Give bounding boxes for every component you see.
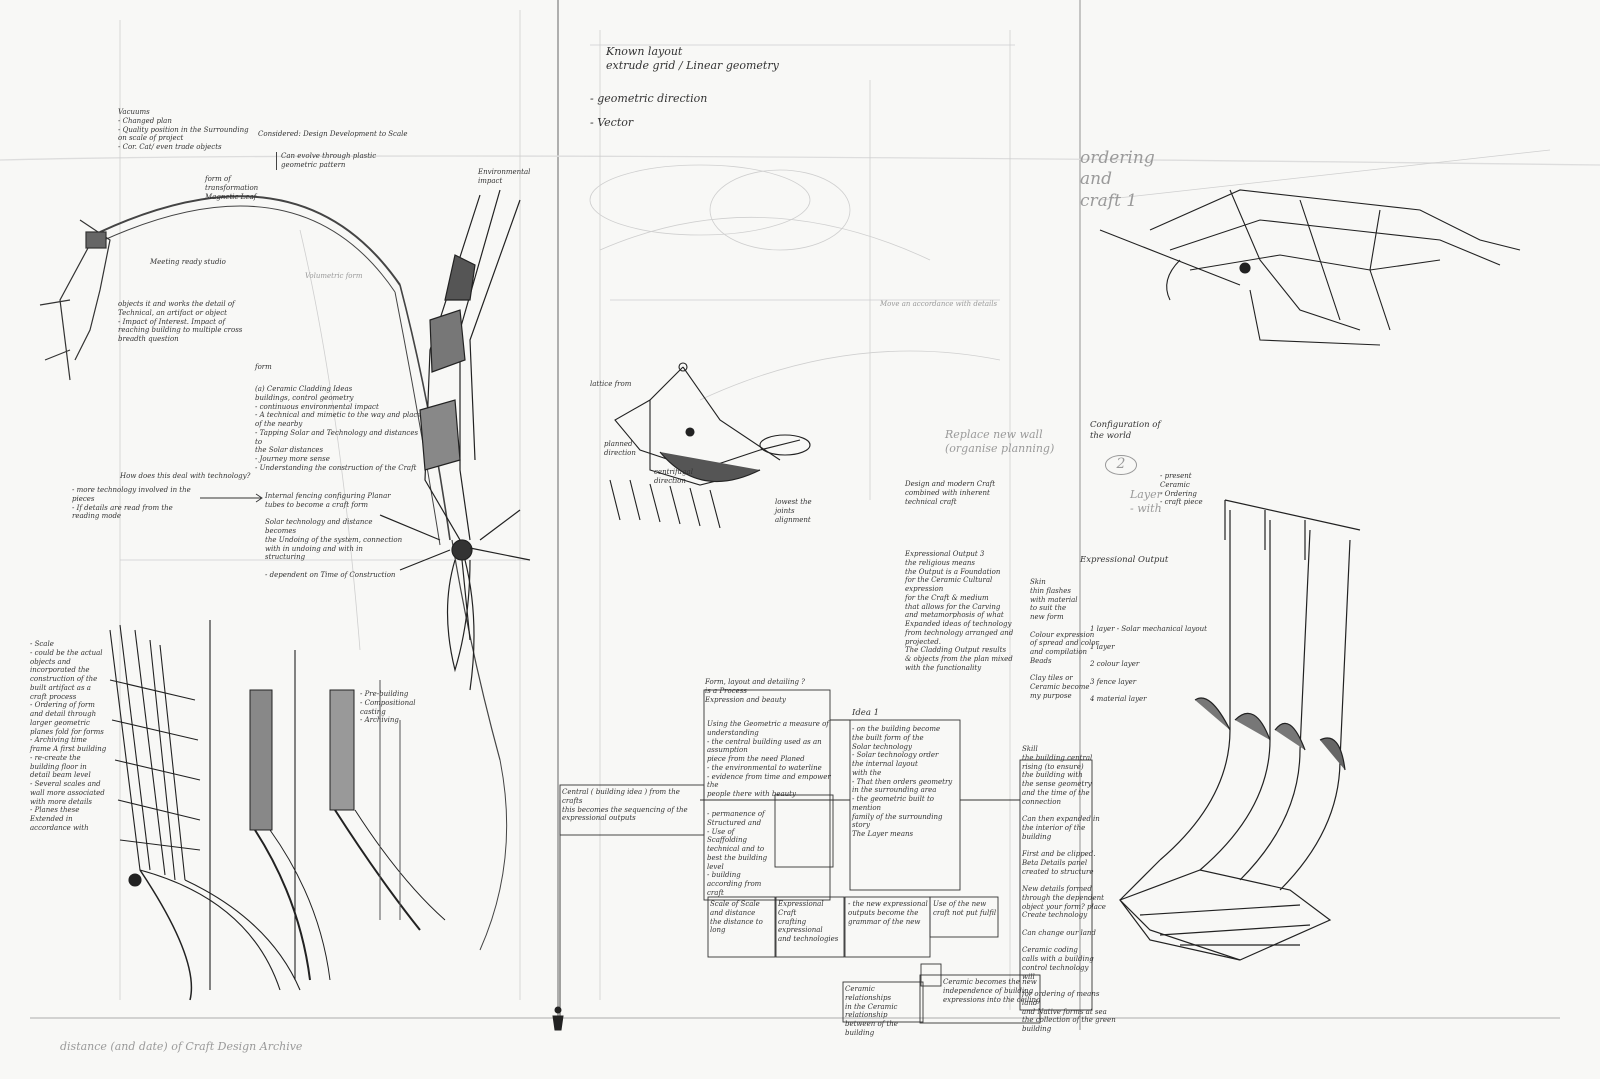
note-mid-sketch-a: lattice from — [590, 380, 632, 388]
note-mid-top-a: Known layout extrude grid / Linear geome… — [606, 45, 779, 72]
note-mid-sketch-b: planned direction — [604, 440, 636, 457]
note-left-mid-b: Volumetric form — [305, 272, 363, 280]
note-config-num: 2 — [1105, 455, 1137, 475]
note-bottom-mid-a: Ceramic relationships in the Ceramic rel… — [845, 985, 898, 1037]
note-sun-list: Skin thin flashes with material to suit … — [1030, 578, 1099, 700]
note-left-bottom-tags: - Pre-building - Compositional casting -… — [360, 690, 416, 725]
note-left-list-heading: form — [255, 363, 272, 371]
note-left-middle-b: Internal fencing configuring Planar tube… — [265, 492, 403, 579]
note-mid-faint: Move an accordance with details — [880, 300, 998, 308]
note-left-mid-a: objects it and works the detail of Techn… — [118, 300, 243, 343]
note-bottom-mid-b: Ceramic becomes the new independence of … — [943, 978, 1041, 1004]
note-design-craft: Design and modern Craft combined with in… — [905, 480, 996, 506]
note-left-q: - more technology involved in the pieces… — [72, 486, 191, 521]
note-central: Central ( building idea ) from the craft… — [562, 788, 688, 823]
note-scale-of: Scale of Scale and distance the distance… — [710, 900, 763, 935]
note-using-geometric: Using the Geometric a measure of underst… — [707, 720, 831, 798]
note-exp-output-right: Expressional Output — [1080, 555, 1169, 565]
note-right-col: Skill the building central rising (to en… — [1022, 745, 1116, 1033]
note-replace: Replace new wall (organise planning) — [945, 428, 1055, 455]
note-mid-sketch-c: centrifugal direction — [654, 468, 693, 485]
note-environmental: Environmental impact — [478, 168, 531, 185]
note-use-of-the: Use of the new craft not put fulfil — [933, 900, 997, 917]
note-meeting-ready: Meeting ready studio — [150, 258, 226, 266]
note-idea-1: Idea 1 — [852, 708, 880, 718]
note-permanence: - permanence of Structured and - Use of … — [707, 810, 768, 897]
note-exp-output: Expressional Output 3 the religious mean… — [905, 550, 1014, 672]
note-left-top-d: form of transformation Magnetic Leaf — [205, 175, 259, 201]
note-mid-top-b: - geometric direction — [590, 92, 708, 105]
note-left-side-list: - Scale - could be the actual objects an… — [30, 640, 107, 832]
note-left-top-c: Can evolve through plastic geometric pat… — [276, 152, 391, 170]
note-config-tag: - present Ceramic - Ordering - craft pie… — [1160, 472, 1203, 507]
note-ordering: ordering and craft 1 — [1080, 148, 1155, 211]
note-bottom-caption: distance (and date) of Craft Design Arch… — [60, 1040, 303, 1053]
note-left-list: (a) Ceramic Cladding Ideas buildings, co… — [255, 385, 422, 472]
note-mid-sketch-d: lowest the joints alignment — [775, 498, 812, 524]
note-how-does: How does this deal with technology? — [120, 472, 251, 480]
note-idea-text: - on the building become the built form … — [852, 725, 953, 838]
note-left-top-b: Considered: Design Development to Scale — [258, 130, 408, 138]
note-form-layout: Form, layout and detailing ? is a Proces… — [705, 678, 805, 704]
note-right-legend: 1 layer - Solar mechanical layout 1 laye… — [1090, 625, 1207, 703]
note-mid-top-c: - Vector — [590, 116, 634, 129]
note-new-expressional: - the new expressional outputs become th… — [848, 900, 928, 926]
note-config-list: Layer - with — [1130, 488, 1162, 515]
note-config: Configuration of the world — [1090, 420, 1161, 441]
note-expressional-craft: Expressional Craft crafting expressional… — [778, 900, 839, 943]
note-left-top-a: Vacuums - Changed plan - Quality positio… — [118, 108, 249, 151]
